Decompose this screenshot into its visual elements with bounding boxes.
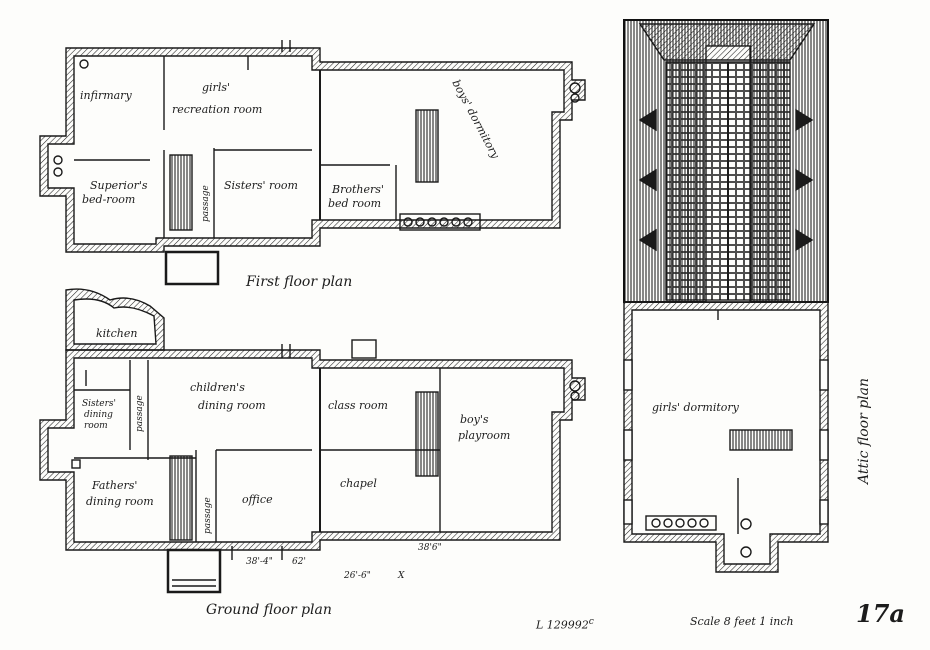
attic-plan <box>623 19 829 573</box>
first-floor-caption: First floor plan <box>246 274 353 290</box>
room-infirmary: infirmary <box>80 89 132 102</box>
ground-floor-caption: Ground floor plan <box>206 602 332 618</box>
attic-caption: Attic floor plan <box>856 377 872 484</box>
room-girls-recreation-line2: recreation room <box>172 103 263 116</box>
room-kitchen: kitchen <box>96 327 138 340</box>
room-superiors-line1: Superior's <box>90 179 148 192</box>
room-fathers-line1: Fathers' <box>92 479 138 492</box>
dimension-d: X <box>398 571 405 581</box>
room-class-room: class room <box>328 399 388 412</box>
room-childrens-line1: children's <box>190 381 245 394</box>
room-boys-playroom-line2: playroom <box>458 429 511 442</box>
room-passage-left: passage <box>135 395 145 432</box>
scale-note: Scale 8 feet 1 inch <box>690 615 794 628</box>
room-chapel: chapel <box>340 477 377 490</box>
room-brothers-line2: bed room <box>328 197 382 210</box>
room-sisters-dining-line2: dining <box>84 410 113 420</box>
dimension-e: 38'6" <box>418 543 442 553</box>
reference-number-sup: c <box>588 616 594 627</box>
room-sisters: Sisters' room <box>224 179 298 192</box>
reference-number: L 129992c <box>536 616 594 632</box>
room-brothers-line1: Brothers' <box>332 183 384 196</box>
ground-floor-plan <box>39 288 586 594</box>
room-sisters-dining-line3: room <box>84 421 108 431</box>
page-number: 17a <box>856 599 905 628</box>
room-girls-dormitory: girls' dormitory <box>652 401 739 414</box>
room-fathers-line2: dining room <box>86 495 154 508</box>
room-passage-right: passage <box>203 497 213 534</box>
room-boys-playroom-line1: boy's <box>460 413 489 426</box>
room-superiors-line2: bed-room <box>82 193 136 206</box>
room-childrens-line2: dining room <box>198 399 266 412</box>
dimension-c: 26'-6" <box>344 571 371 581</box>
room-passage-first: passage <box>201 185 211 222</box>
first-floor-plan <box>39 40 586 286</box>
room-sisters-dining-line1: Sisters' <box>82 399 117 409</box>
room-girls-recreation-line1: girls' <box>202 81 231 94</box>
room-office: office <box>242 493 273 506</box>
dimension-a: 38'-4" <box>246 557 273 567</box>
reference-number-text: L 129992 <box>536 618 589 632</box>
dimension-b: 62' <box>292 557 306 567</box>
